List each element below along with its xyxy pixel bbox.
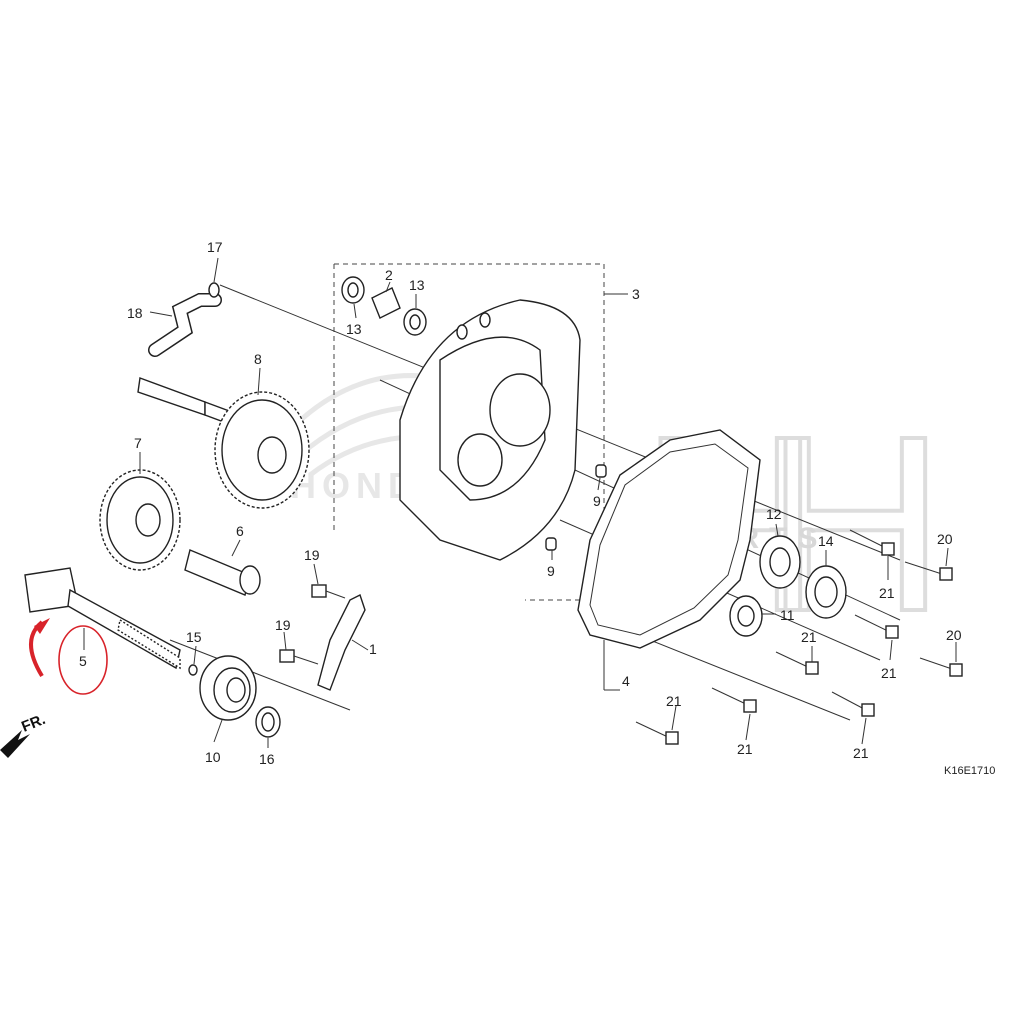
bolt-part-21-a xyxy=(849,529,895,556)
callout-1: 1 xyxy=(369,641,377,657)
callout-20-a: 20 xyxy=(937,531,953,547)
callouts: 17 18 8 7 6 5 15 10 16 19 19 1 2 13 13 3… xyxy=(79,239,962,767)
callout-11: 11 xyxy=(780,607,795,623)
bolt-set xyxy=(635,529,963,745)
bolt-part-21-d xyxy=(831,691,875,717)
callout-12: 12 xyxy=(766,506,782,522)
bolt-part-19 xyxy=(279,584,346,665)
callout-13-b: 13 xyxy=(409,277,425,293)
callout-8: 8 xyxy=(254,351,262,367)
bolt-part-21-b xyxy=(854,614,899,639)
callout-18: 18 xyxy=(127,305,143,321)
part-5-highlight xyxy=(29,618,108,695)
callout-21-f: 21 xyxy=(666,693,682,709)
bearing-part-11 xyxy=(729,595,763,637)
callout-21-a: 21 xyxy=(879,585,895,601)
oil-seal-part-16 xyxy=(255,706,281,738)
callout-21-e: 21 xyxy=(737,741,753,757)
bearing-part-10 xyxy=(199,655,257,721)
callout-19-b: 19 xyxy=(275,617,291,633)
callout-4: 4 xyxy=(622,673,630,689)
countershaft-part xyxy=(137,377,310,509)
bearing-part-12 xyxy=(759,535,801,589)
gasket-part xyxy=(577,429,761,649)
callout-19-a: 19 xyxy=(304,547,320,563)
bolt-part-20-a xyxy=(904,561,953,581)
gear-part xyxy=(99,469,181,571)
oil-seal-part-14 xyxy=(805,565,847,619)
bolt-part-20-b xyxy=(919,657,963,677)
callout-15: 15 xyxy=(186,629,202,645)
highlight-circle xyxy=(58,625,108,695)
bracket-part xyxy=(317,594,366,691)
callout-6: 6 xyxy=(236,523,244,539)
callout-13-a: 13 xyxy=(346,321,362,337)
highlight-arrowhead xyxy=(34,618,50,634)
front-label: FR. xyxy=(19,711,48,736)
collar-part-2 xyxy=(371,287,401,319)
callout-3: 3 xyxy=(632,286,640,302)
callout-7: 7 xyxy=(134,435,142,451)
callout-9-a: 9 xyxy=(593,493,601,509)
diagram-code: K16E1710 xyxy=(944,765,995,777)
leader-lines xyxy=(83,257,957,748)
group-frame xyxy=(333,263,605,601)
bolt-part-21-e xyxy=(711,687,757,713)
dowel-pin-9-a xyxy=(595,464,607,478)
bearing-part-13-a xyxy=(341,276,365,304)
callout-21-c: 21 xyxy=(801,629,817,645)
front-arrow: FR. xyxy=(0,711,48,758)
callout-2: 2 xyxy=(385,267,393,283)
callout-5: 5 xyxy=(79,653,87,669)
callout-20-b: 20 xyxy=(946,627,962,643)
callout-10: 10 xyxy=(205,749,221,765)
callout-21-b: 21 xyxy=(881,665,897,681)
bearing-part-13-b xyxy=(403,308,427,336)
callout-16: 16 xyxy=(259,751,275,767)
callout-17: 17 xyxy=(207,239,223,255)
pinion-part xyxy=(184,549,261,596)
watermark-letters-2: H xyxy=(765,384,946,663)
callout-9-b: 9 xyxy=(547,563,555,579)
final-shaft-part xyxy=(24,567,181,670)
transmission-case-part xyxy=(399,299,581,561)
small-washer-part xyxy=(188,664,198,676)
clip-part xyxy=(208,282,220,298)
dowel-pin-9-b xyxy=(545,537,557,551)
bolt-part-21-f xyxy=(635,721,679,745)
callout-14: 14 xyxy=(818,533,834,549)
callout-21-d: 21 xyxy=(853,745,869,761)
